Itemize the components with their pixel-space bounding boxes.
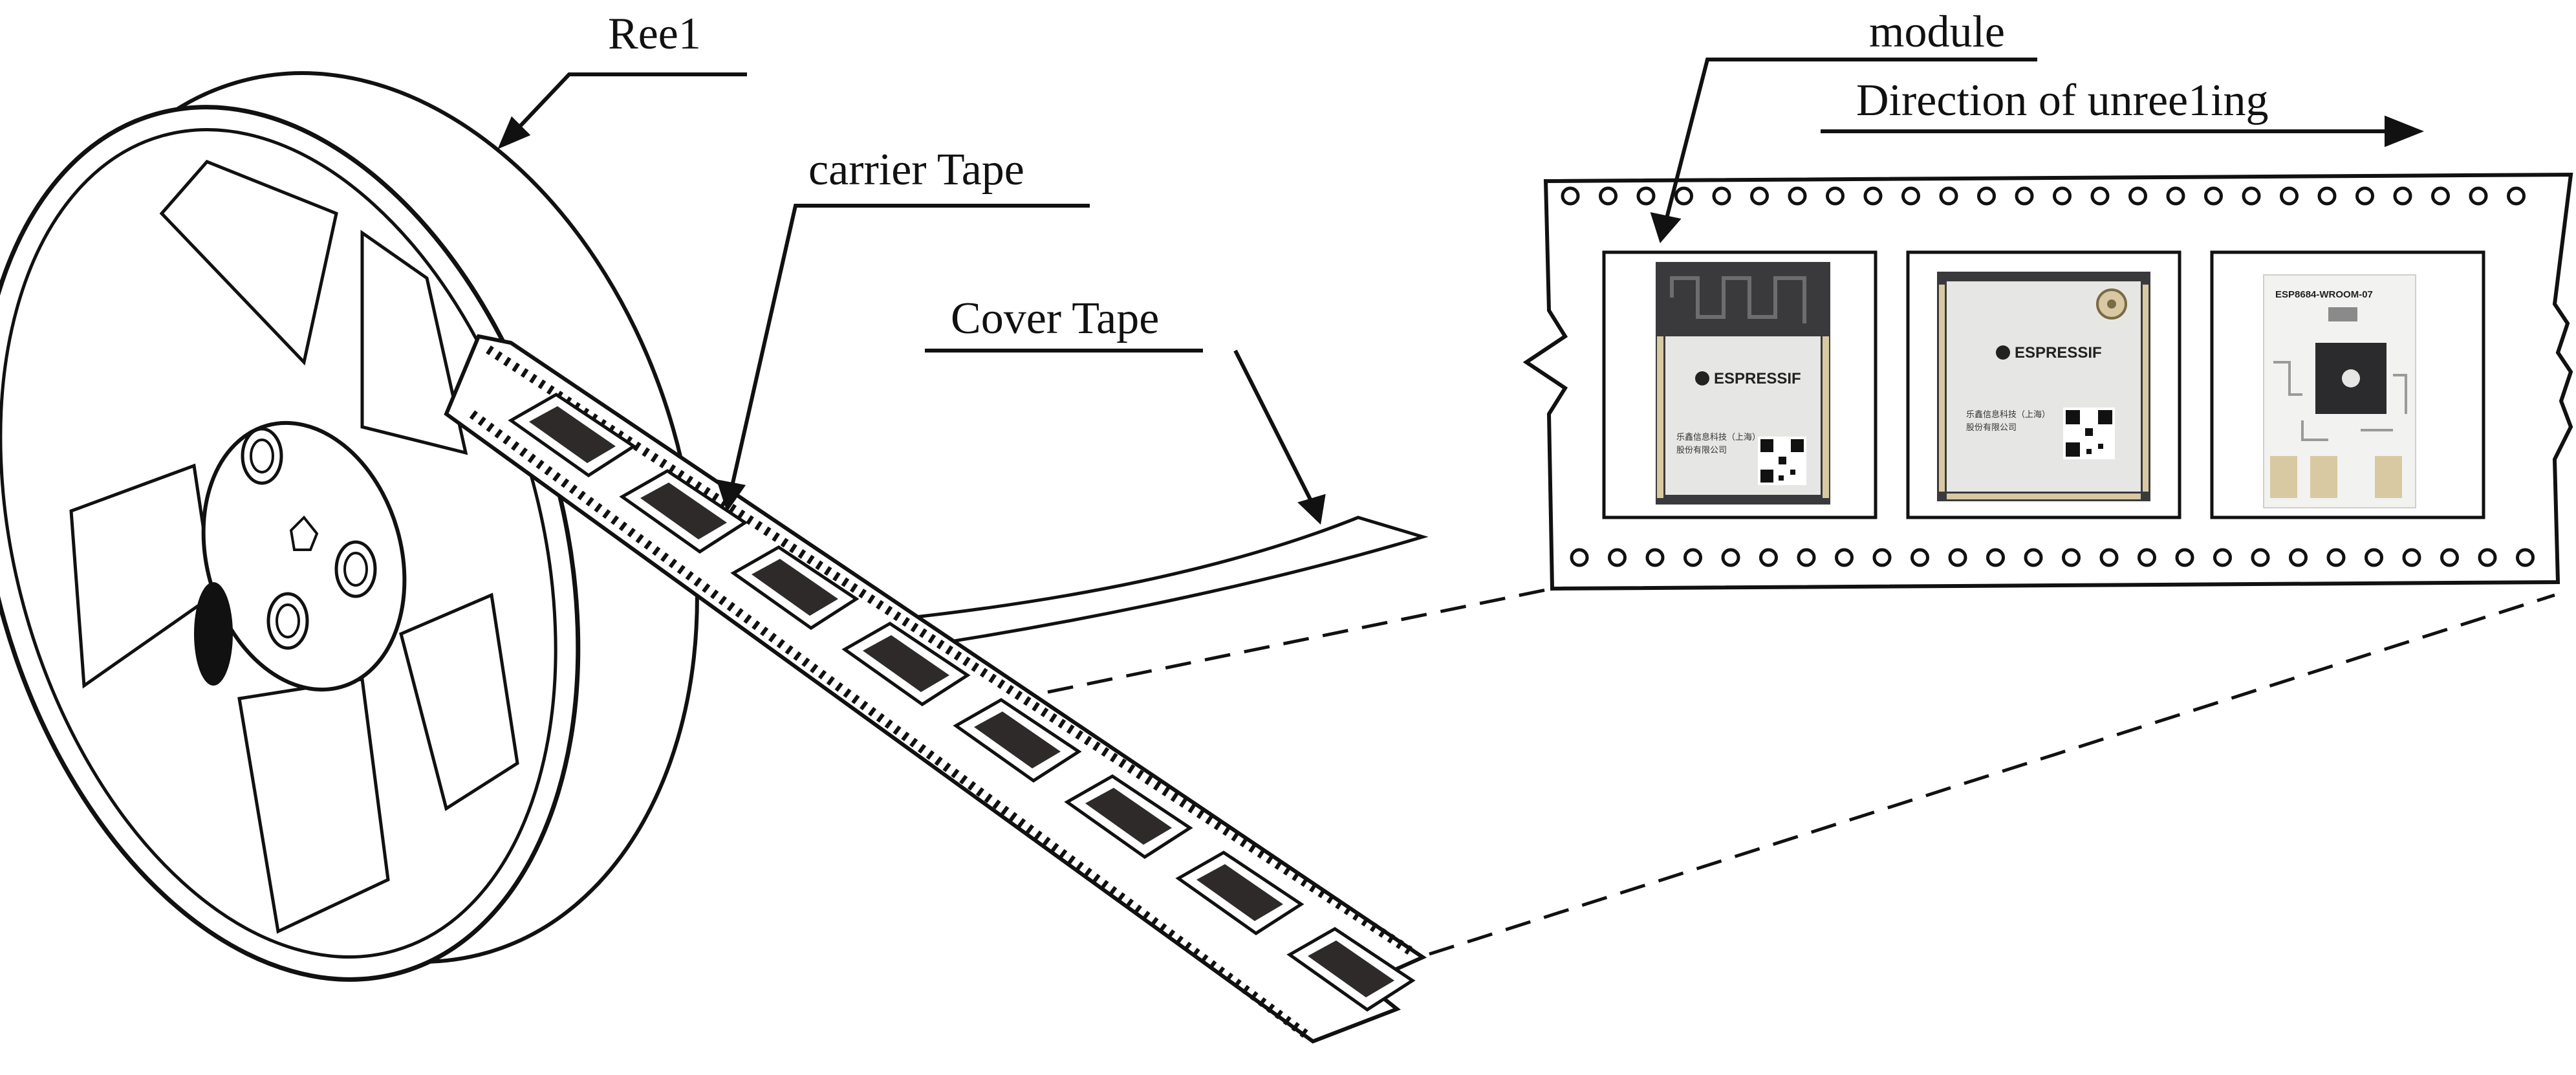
module-3: ESP8684-WROOM-07 <box>2263 274 2416 508</box>
sprocket-holes <box>1561 186 2535 567</box>
sprocket-hole <box>1939 186 1958 206</box>
sprocket-hole <box>1901 186 1920 206</box>
sprocket-hole <box>1863 186 1883 206</box>
module-2-chinese2: 股份有限公司 <box>1966 423 2017 433</box>
module-2-brand: ESPRESSIF <box>2015 344 2102 362</box>
sprocket-hole <box>1712 186 1731 206</box>
carrier-pocket-component <box>529 406 616 463</box>
sprocket-hole <box>2440 548 2459 567</box>
module-3-part-number: ESP8684-WROOM-07 <box>2275 289 2373 300</box>
sprocket-hole <box>1674 186 1693 206</box>
sprocket-hole <box>2289 548 2308 567</box>
module-1: ESPRESSIF 乐鑫信息科技（上海） 股份有限公司 <box>1656 262 1830 505</box>
sprocket-hole <box>1750 186 1769 206</box>
carrier-pocket-component <box>863 635 949 692</box>
sprocket-hole <box>1570 548 1589 567</box>
sprocket-hole <box>2166 186 2185 206</box>
sprocket-hole <box>2213 548 2232 567</box>
sprocket-hole <box>2175 548 2194 567</box>
carrier-pocket-component <box>1196 864 1283 921</box>
sprocket-hole <box>2431 186 2450 206</box>
carrier-pocket-component <box>1308 940 1394 997</box>
sprocket-hole <box>1645 548 1665 567</box>
sprocket-hole <box>2090 186 2110 206</box>
carrier-pocket-component <box>752 559 838 616</box>
module-label: module <box>1869 7 2005 57</box>
carrier-pocket-component <box>640 483 727 539</box>
sprocket-hole <box>2204 186 2223 206</box>
sprocket-hole <box>2355 186 2374 206</box>
sprocket-hole <box>2062 548 2081 567</box>
module-2-chinese: 乐鑫信息科技（上海） <box>1966 409 2050 420</box>
sprocket-hole <box>1759 548 1778 567</box>
sprocket-hole <box>1721 548 1740 567</box>
sprocket-hole <box>2516 548 2535 567</box>
reel <box>0 71 699 982</box>
sprocket-hole <box>1986 548 2005 567</box>
direction-label: Direction of unree1ing <box>1856 76 2269 125</box>
sprocket-hole <box>1683 548 1702 567</box>
sprocket-hole <box>2365 548 2383 567</box>
zoomed-tape: ESPRESSIF 乐鑫信息科技（上海） 股份有限公司 <box>1522 172 2573 591</box>
sprocket-hole <box>2280 186 2299 206</box>
sprocket-hole <box>1872 548 1892 567</box>
sprocket-hole <box>2053 186 2072 206</box>
module-1-chinese: 乐鑫信息科技（上海） <box>1676 432 1760 442</box>
sprocket-hole <box>1977 186 1996 206</box>
zoom-lines <box>1047 587 2555 956</box>
reel-label: Ree1 <box>608 9 701 59</box>
module-1-chinese2: 股份有限公司 <box>1676 446 1727 455</box>
cover-tape-label: Cover Tape <box>951 294 1159 343</box>
module-1-brand: ESPRESSIF <box>1714 370 1801 387</box>
sprocket-hole <box>2478 548 2497 567</box>
module-2-qr-code <box>2063 407 2115 459</box>
module-2: ESPRESSIF 乐鑫信息科技（上海） 股份有限公司 <box>1937 272 2150 501</box>
carrier-pockets <box>508 393 1416 1012</box>
sprocket-hole <box>1835 548 1854 567</box>
sprocket-hole <box>1561 186 1580 206</box>
sprocket-hole <box>2326 548 2346 567</box>
annotations <box>497 58 2425 525</box>
module-1-qr-code <box>1758 437 1806 485</box>
sprocket-hole <box>2251 548 2270 567</box>
cover-tape <box>871 516 1429 655</box>
sprocket-hole <box>2317 186 2337 206</box>
sprocket-hole <box>1910 548 1929 567</box>
sprocket-hole <box>1608 548 1627 567</box>
sprocket-hole <box>2015 186 2034 206</box>
sprocket-hole <box>2242 186 2261 206</box>
sprocket-hole <box>1826 186 1845 206</box>
sprocket-hole <box>2507 186 2526 206</box>
sprocket-hole <box>2099 548 2119 567</box>
sprocket-hole <box>2469 186 2488 206</box>
sprocket-hole <box>2024 548 2043 567</box>
carrier-tape-label: carrier Tape <box>808 145 1024 195</box>
carrier-pocket-component <box>1085 788 1172 845</box>
sprocket-hole <box>2393 186 2412 206</box>
sprocket-hole <box>2138 548 2156 567</box>
carrier-tape <box>444 334 1427 1044</box>
sprocket-hole <box>2402 548 2421 567</box>
sprocket-hole <box>1948 548 1967 567</box>
carrier-pocket-component <box>974 711 1061 768</box>
sprocket-hole <box>1599 186 1618 206</box>
sprocket-hole <box>1788 186 1807 206</box>
sprocket-hole <box>2128 186 2147 206</box>
sprocket-hole <box>1797 548 1816 567</box>
sprocket-hole <box>1636 186 1656 206</box>
